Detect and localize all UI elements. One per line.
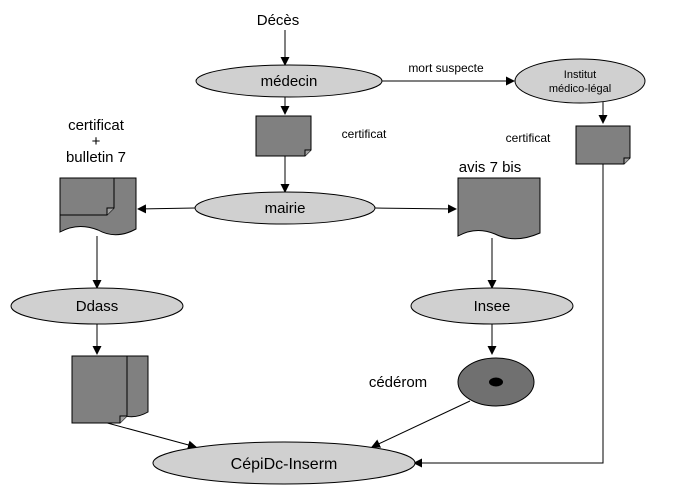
document-avis-7-bis-icon [457, 177, 541, 240]
document-certificat-institut-icon [575, 125, 631, 165]
connectors [92, 30, 608, 468]
document-ddass-front-icon [71, 355, 128, 424]
node-insee-label: Insee [474, 298, 511, 315]
document-certificat-medecin-icon [255, 115, 312, 157]
arrow-mairie-to-certificat-bulletin [137, 204, 196, 214]
cederom-disc-hole [489, 377, 503, 387]
label-mort-suspecte: mort suspecte [408, 61, 484, 75]
node-institut-shape [514, 58, 646, 104]
node-cepidc-inserm: CépiDc-Inserm [152, 441, 416, 485]
node-ddass-shape [10, 287, 184, 325]
node-cepidc-shape [152, 441, 416, 485]
label-certificat-bulletin-line1: certificat [68, 117, 125, 134]
document-certificat-institut [575, 125, 631, 165]
node-medecin-shape [195, 64, 383, 98]
label-certificat-bulletin-line3: bulletin 7 [66, 149, 126, 166]
node-ddass-label: Ddass [76, 298, 119, 315]
label-deces: Décès [257, 12, 300, 29]
label-certificat-bulletin-line2: + [92, 133, 101, 150]
document-certificat-bulletin [59, 177, 137, 236]
node-insee: Insee [410, 287, 574, 325]
arrow-document-to-cepidc [99, 420, 197, 450]
node-cepidc-label: CépiDc-Inserm [231, 456, 338, 473]
node-mairie-label: mairie [265, 200, 306, 217]
node-mairie: mairie [194, 191, 376, 225]
label-avis-7-bis: avis 7 bis [459, 159, 522, 176]
label-certificat-medecin: certificat [342, 127, 387, 141]
node-institut-label-line2: médico-légal [549, 83, 611, 95]
node-mairie-shape [194, 191, 376, 225]
label-cederom: cédérom [369, 374, 427, 391]
cederom-disc [457, 357, 535, 407]
arrow-mairie-to-avis [374, 204, 457, 214]
node-medecin: médecin [195, 64, 383, 98]
node-institut-label-line1: Institut [564, 69, 596, 81]
node-insee-shape [410, 287, 574, 325]
document-certificat-medecin [255, 115, 312, 157]
arrow-institut-certificat-to-cepidc [413, 164, 604, 468]
document-avis-7-bis [457, 177, 541, 240]
node-ddass: Ddass [10, 287, 184, 325]
node-medecin-label: médecin [261, 73, 318, 90]
node-institut-medico-legal: Institut médico-légal [514, 58, 646, 104]
label-certificat-institut: certificat [506, 131, 551, 145]
arrow-cederom-to-cepidc [371, 400, 471, 448]
document-certificat-front-icon [59, 177, 115, 216]
document-ddass-output [71, 355, 149, 424]
